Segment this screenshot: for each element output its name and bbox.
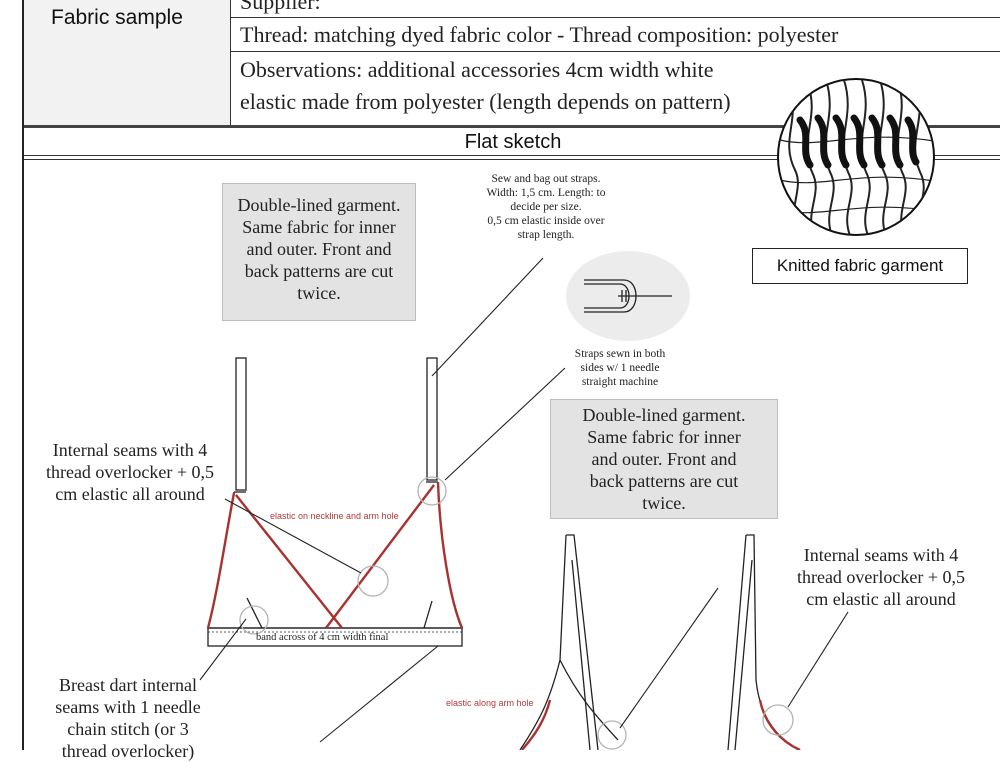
elastic-neckline-label: elastic on neckline and arm hole [270,511,399,521]
annotation-line: Breast dart internal [59,675,197,695]
straps-note-line: decide per size. [510,201,582,213]
annotation-line: Internal seams with 4 [803,545,959,565]
internal-seams-note-right: Internal seams with 4 thread overlocker … [773,544,989,610]
note-line: Same fabric for inner [587,427,741,447]
fabric-sample-cell: Fabric sample [24,0,231,126]
knitted-fabric-label: Knitted fabric garment [752,248,968,284]
tech-pack-sheet: Fabric sample Supplier: Thread: matching… [22,0,1000,750]
straps-sewn-line: straight machine [581,376,659,388]
annotation-line: cm elastic all around [806,589,956,609]
section-divider-double [24,155,1000,160]
thread-row: Thread: matching dyed fabric color - Thr… [231,18,1000,52]
front-note-box: Double-lined garment. Same fabric for in… [222,183,416,321]
annotation-line: cm elastic all around [55,484,205,504]
note-line: Same fabric for inner [242,217,396,237]
straps-note-line: Width: 1,5 cm. Length: to [486,187,606,199]
annotation-line: thread overlocker) [61,741,195,761]
band-label: band across of 4 cm width final [256,632,389,643]
note-line: Double-lined garment. [582,405,746,425]
internal-seams-note-left: Internal seams with 4 thread overlocker … [22,439,238,505]
annotation-line: seams with 1 needle [55,697,201,717]
straps-sewn-line: Straps sewn in both [574,348,666,360]
note-line: back patterns are cut [244,261,394,281]
breast-dart-note: Breast dart internal seams with 1 needle… [30,674,226,762]
leader-lines [199,257,849,743]
section-divider [24,125,1000,128]
supplier-row: Supplier: [231,0,1000,18]
fabric-sample-label: Fabric sample [51,6,183,29]
straps-sewn-note: Straps sewn in both sides w/ 1 needle st… [550,347,690,389]
observations-row: Observations: additional accessories 4cm… [231,52,1000,126]
note-line: twice. [642,493,686,513]
note-line: twice. [297,283,341,303]
straps-note-line: strap length. [517,229,575,241]
observations-line-1: Observations: additional accessories 4cm… [240,57,714,82]
straps-note: Sew and bag out straps. Width: 1,5 cm. L… [456,172,636,242]
elastic-armhole-label: elastic along arm hole [446,698,534,708]
straps-note-line: 0,5 cm elastic inside over [487,215,605,227]
strap-detail-illustration [566,251,690,341]
annotation-line: Internal seams with 4 [52,440,208,460]
side-bra-sketch [519,534,801,750]
side-note-box: Double-lined garment. Same fabric for in… [550,399,778,519]
note-line: Double-lined garment. [237,195,401,215]
annotation-line: thread overlocker + 0,5 [796,567,966,587]
annotation-line: thread overlocker + 0,5 [45,462,215,482]
front-bra-sketch [206,357,464,647]
observations-line-2: elastic made from polyester (length depe… [240,89,731,114]
note-line: and outer. Front and [246,239,392,259]
straps-note-line: Sew and bag out straps. [491,173,601,185]
knit-swatch-image [777,78,935,236]
note-line: and outer. Front and [591,449,737,469]
annotation-line: chain stitch (or 3 [67,719,189,739]
straps-sewn-line: sides w/ 1 needle [580,362,660,374]
note-line: back patterns are cut [589,471,739,491]
section-title: Flat sketch [464,131,562,153]
